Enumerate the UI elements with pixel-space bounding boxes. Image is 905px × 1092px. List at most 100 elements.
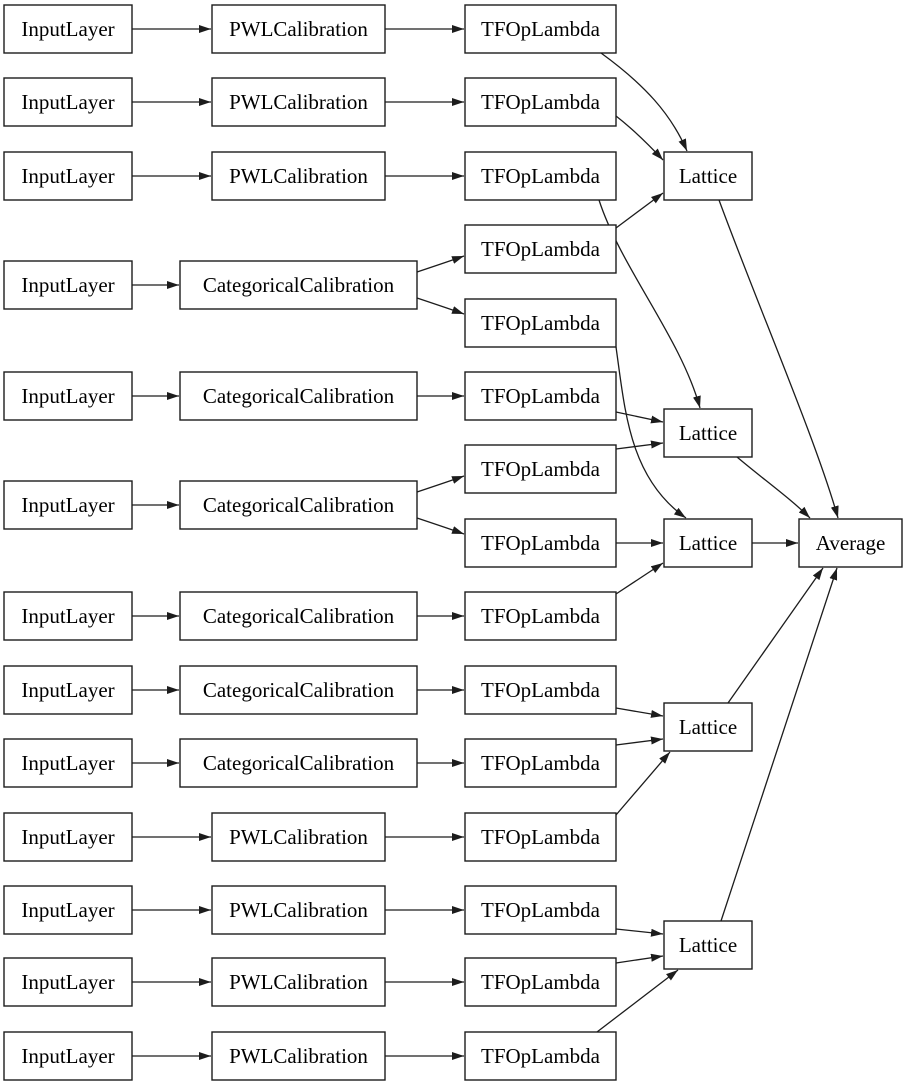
- node-input-layer-8-box: [3, 665, 133, 715]
- node-pwl-calibration-4-box: [211, 812, 386, 862]
- node-lattice-5-box: [663, 920, 753, 970]
- node-input-layer-10-box: [3, 812, 133, 862]
- node-tfop-lambda-12: TFOpLambda: [464, 812, 617, 862]
- node-input-layer-2-label: InputLayer: [21, 90, 114, 114]
- node-lattice-3-label: Lattice: [679, 531, 737, 555]
- node-pwl-calibration-4: PWLCalibration: [211, 812, 386, 862]
- node-tfop-lambda-7: TFOpLambda: [464, 444, 617, 494]
- node-input-layer-3: InputLayer: [3, 151, 133, 201]
- node-pwl-calibration-1-box: [211, 4, 386, 54]
- edge-categorical-calibration-1-to-tfop-lambda-4: [416, 255, 465, 273]
- node-pwl-calibration-7-box: [211, 1031, 386, 1081]
- node-categorical-calibration-1-box: [179, 260, 418, 310]
- node-pwl-calibration-5: PWLCalibration: [211, 885, 386, 935]
- node-tfop-lambda-8: TFOpLambda: [464, 518, 617, 568]
- edge-tfop-lambda-12-to-lattice-4: [615, 751, 671, 816]
- node-input-layer-6-box: [3, 480, 133, 530]
- node-categorical-calibration-2-box: [179, 371, 418, 421]
- edge-tfop-lambda-13-to-lattice-5: [615, 928, 664, 937]
- node-categorical-calibration-4-box: [179, 591, 418, 641]
- node-tfop-lambda-13: TFOpLambda: [464, 885, 617, 935]
- edge-lattice-5-to-average: [720, 567, 838, 922]
- node-input-layer-7: InputLayer: [3, 591, 133, 641]
- node-pwl-calibration-1-label: PWLCalibration: [229, 17, 368, 41]
- node-categorical-calibration-3: CategoricalCalibration: [179, 480, 418, 530]
- node-input-layer-4-label: InputLayer: [21, 273, 114, 297]
- node-categorical-calibration-2: CategoricalCalibration: [179, 371, 418, 421]
- node-lattice-1: Lattice: [663, 151, 753, 201]
- node-tfop-lambda-9-label: TFOpLambda: [481, 604, 601, 628]
- node-pwl-calibration-6-label: PWLCalibration: [229, 970, 368, 994]
- node-categorical-calibration-1: CategoricalCalibration: [179, 260, 418, 310]
- edge-tfop-lambda-4-to-lattice-1: [615, 192, 664, 229]
- node-lattice-3-box: [663, 518, 753, 568]
- node-lattice-4-label: Lattice: [679, 715, 737, 739]
- node-input-layer-12: InputLayer: [3, 957, 133, 1007]
- node-categorical-calibration-4-label: CategoricalCalibration: [203, 604, 395, 628]
- node-input-layer-7-box: [3, 591, 133, 641]
- node-tfop-lambda-5-label: TFOpLambda: [481, 311, 601, 335]
- edge-categorical-calibration-3-to-tfop-lambda-7: [416, 475, 465, 493]
- node-pwl-calibration-3: PWLCalibration: [211, 151, 386, 201]
- node-input-layer-9: InputLayer: [3, 738, 133, 788]
- node-tfop-lambda-11-box: [464, 738, 617, 788]
- edge-tfop-lambda-9-to-lattice-3: [615, 562, 664, 595]
- node-tfop-lambda-2-box: [464, 77, 617, 127]
- edge-lattice-2-to-average: [736, 456, 811, 519]
- node-input-layer-1-box: [3, 4, 133, 54]
- node-input-layer-1-label: InputLayer: [21, 17, 114, 41]
- node-tfop-lambda-3: TFOpLambda: [464, 151, 617, 201]
- node-average-box: [798, 518, 903, 568]
- node-tfop-lambda-7-label: TFOpLambda: [481, 457, 601, 481]
- node-input-layer-11: InputLayer: [3, 885, 133, 935]
- node-categorical-calibration-6-label: CategoricalCalibration: [203, 751, 395, 775]
- node-pwl-calibration-6-box: [211, 957, 386, 1007]
- node-tfop-lambda-4-box: [464, 224, 617, 274]
- node-tfop-lambda-14: TFOpLambda: [464, 957, 617, 1007]
- node-tfop-lambda-1: TFOpLambda: [464, 4, 617, 54]
- nodes-layer: InputLayerInputLayerInputLayerInputLayer…: [3, 4, 903, 1081]
- node-tfop-lambda-2-label: TFOpLambda: [481, 90, 601, 114]
- node-tfop-lambda-3-box: [464, 151, 617, 201]
- node-input-layer-5-label: InputLayer: [21, 384, 114, 408]
- node-categorical-calibration-3-box: [179, 480, 418, 530]
- node-tfop-lambda-9: TFOpLambda: [464, 591, 617, 641]
- node-input-layer-2-box: [3, 77, 133, 127]
- edge-tfop-lambda-14-to-lattice-5: [615, 953, 664, 964]
- node-tfop-lambda-3-label: TFOpLambda: [481, 164, 601, 188]
- node-lattice-5: Lattice: [663, 920, 753, 970]
- node-lattice-2-box: [663, 408, 753, 458]
- node-lattice-1-label: Lattice: [679, 164, 737, 188]
- node-input-layer-4: InputLayer: [3, 260, 133, 310]
- node-tfop-lambda-4-label: TFOpLambda: [481, 237, 601, 261]
- edge-tfop-lambda-1-to-lattice-1: [600, 52, 688, 152]
- node-tfop-lambda-2: TFOpLambda: [464, 77, 617, 127]
- node-categorical-calibration-6-box: [179, 738, 418, 788]
- edge-tfop-lambda-15-to-lattice-5: [596, 969, 679, 1033]
- node-lattice-3: Lattice: [663, 518, 753, 568]
- node-input-layer-4-box: [3, 260, 133, 310]
- node-pwl-calibration-2-box: [211, 77, 386, 127]
- node-lattice-4: Lattice: [663, 702, 753, 752]
- node-tfop-lambda-14-box: [464, 957, 617, 1007]
- node-input-layer-1: InputLayer: [3, 4, 133, 54]
- node-tfop-lambda-12-label: TFOpLambda: [481, 825, 601, 849]
- node-pwl-calibration-3-label: PWLCalibration: [229, 164, 368, 188]
- node-tfop-lambda-6: TFOpLambda: [464, 371, 617, 421]
- node-tfop-lambda-15-box: [464, 1031, 617, 1081]
- node-tfop-lambda-15: TFOpLambda: [464, 1031, 617, 1081]
- node-input-layer-13-label: InputLayer: [21, 1044, 114, 1068]
- node-input-layer-6: InputLayer: [3, 480, 133, 530]
- node-input-layer-5: InputLayer: [3, 371, 133, 421]
- node-pwl-calibration-5-box: [211, 885, 386, 935]
- node-tfop-lambda-10-label: TFOpLambda: [481, 678, 601, 702]
- node-input-layer-10: InputLayer: [3, 812, 133, 862]
- edge-tfop-lambda-5-to-lattice-3: [615, 346, 687, 519]
- edge-tfop-lambda-7-to-lattice-2: [615, 440, 664, 450]
- node-pwl-calibration-2: PWLCalibration: [211, 77, 386, 127]
- node-pwl-calibration-4-label: PWLCalibration: [229, 825, 368, 849]
- node-tfop-lambda-12-box: [464, 812, 617, 862]
- node-categorical-calibration-2-label: CategoricalCalibration: [203, 384, 395, 408]
- node-input-layer-8: InputLayer: [3, 665, 133, 715]
